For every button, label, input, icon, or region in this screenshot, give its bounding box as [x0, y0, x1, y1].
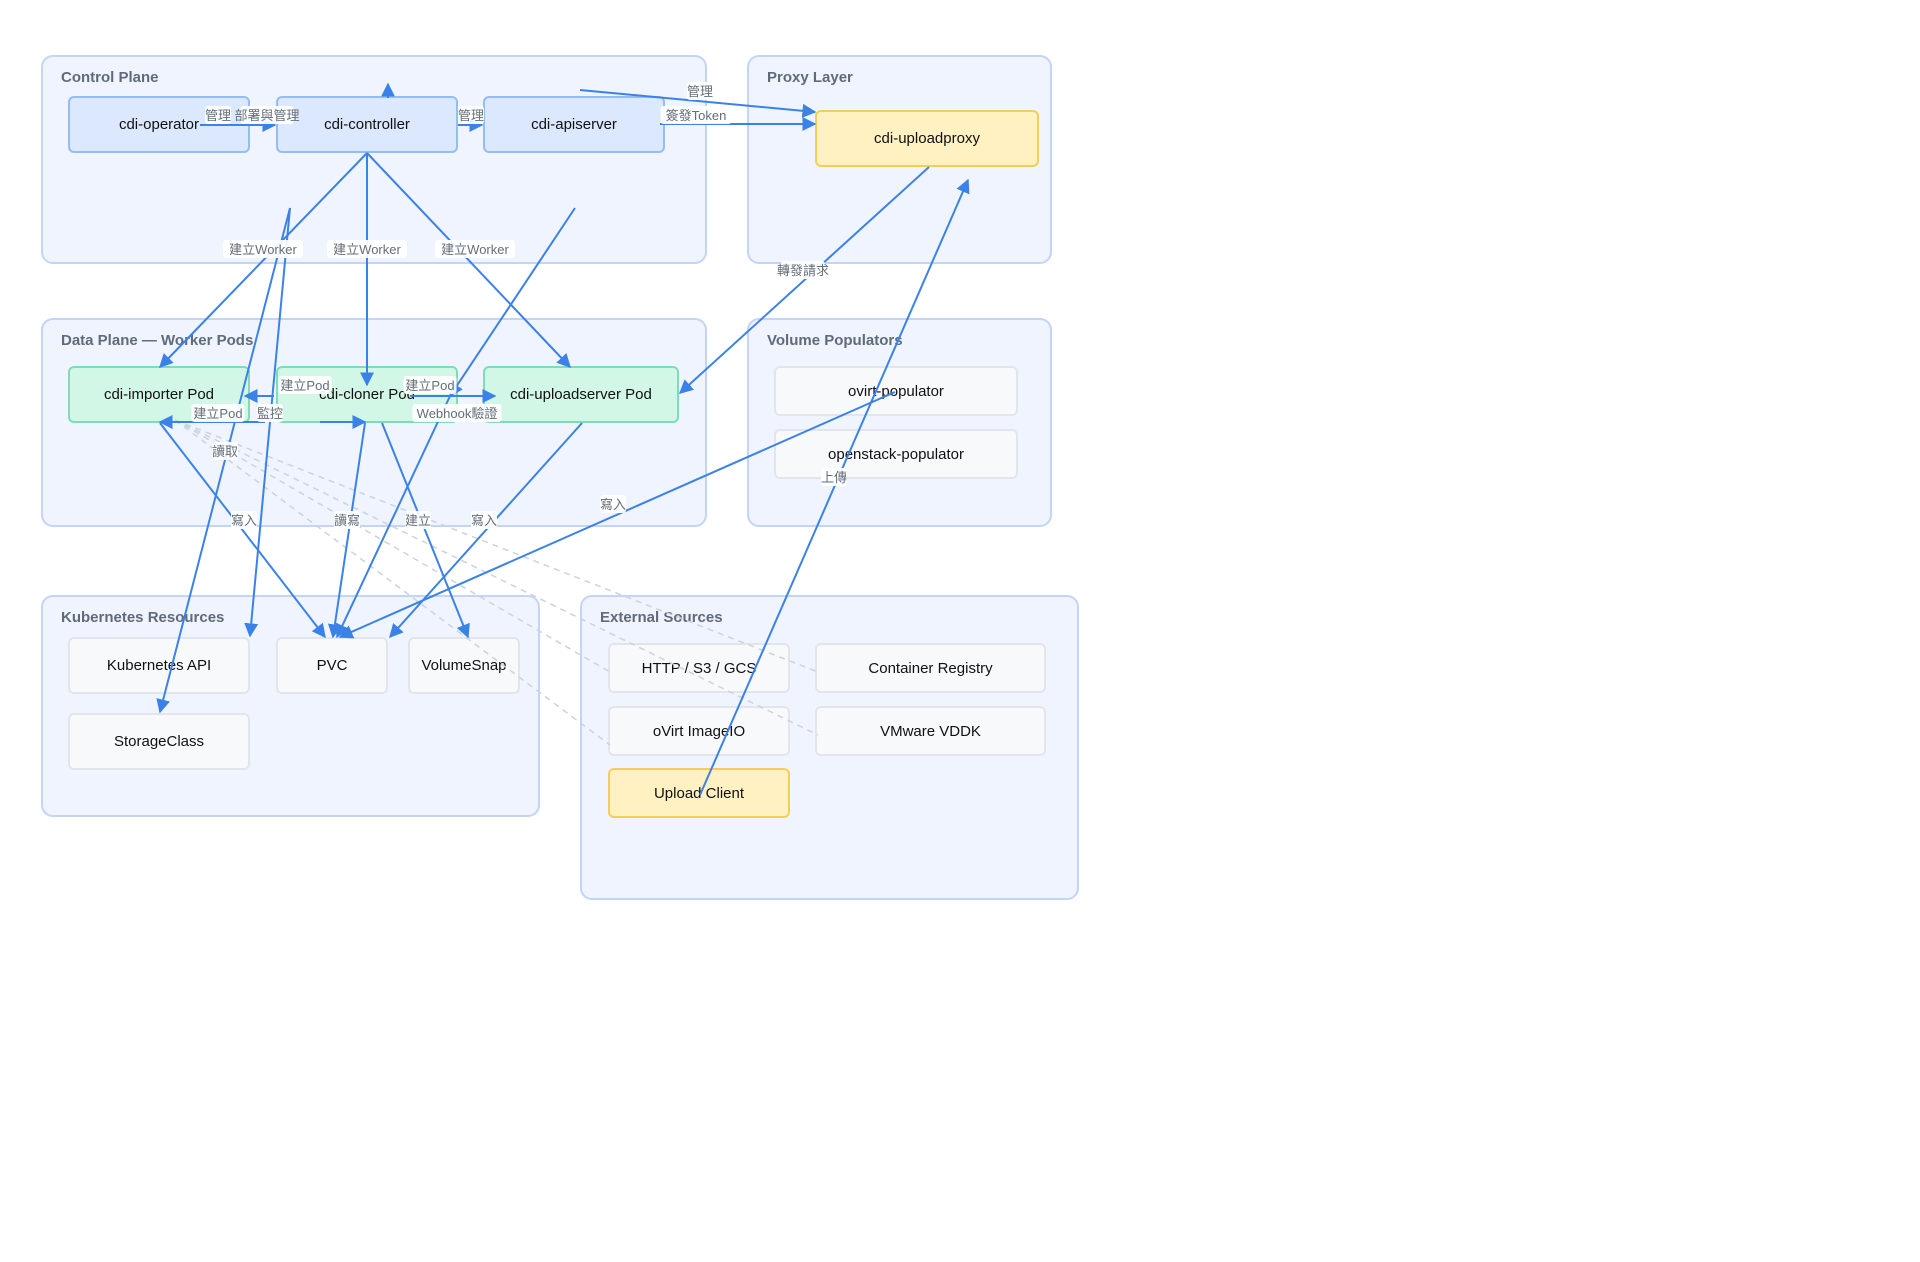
- edge-label-bg: [212, 442, 238, 460]
- edge-label-bg: [231, 511, 257, 529]
- edge-label-bg: [191, 404, 245, 422]
- edge-label: 建立Pod: [280, 378, 329, 393]
- node-cdi-operator[interactable]: cdi-operator: [68, 96, 250, 153]
- edge-label-bg: [781, 261, 825, 279]
- edge-label: 讀寫: [334, 513, 360, 528]
- edge-arrow: [579, 89, 817, 118]
- node-volumesnap[interactable]: VolumeSnap: [408, 637, 520, 694]
- edge-label-bg: [458, 106, 484, 124]
- edge-label-bg: [205, 106, 231, 124]
- dashed-edge: [174, 419, 819, 673]
- edge-label: 建立Pod: [193, 406, 242, 421]
- node-cdi-controller[interactable]: cdi-controller: [276, 96, 458, 153]
- edge-label: 建立Worker: [441, 242, 509, 257]
- edge-label-bg: [821, 468, 847, 486]
- edge-arrow: [381, 422, 470, 639]
- edge-label: 建立Pod: [405, 378, 454, 393]
- node-storageclass[interactable]: StorageClass: [68, 713, 250, 770]
- edge-arrow: [699, 178, 970, 796]
- edge-arrow: [159, 152, 368, 369]
- edge-label: 簽發Token: [666, 108, 727, 123]
- edge-label: 建立Worker: [229, 242, 297, 257]
- edge-label-bg: [257, 404, 283, 422]
- node-ovirt-imageio[interactable]: oVirt ImageIO: [608, 706, 790, 756]
- edge-label-bg: [687, 82, 713, 100]
- node-openstack-populator[interactable]: openstack-populator: [774, 429, 1018, 479]
- edge-label-bg: [405, 511, 431, 529]
- edge-arrow: [327, 422, 366, 639]
- group-title: External Sources: [600, 609, 723, 626]
- edge-label: 管理: [205, 108, 231, 123]
- edge-label: 建立Worker: [333, 242, 401, 257]
- group-title: Proxy Layer: [767, 69, 853, 86]
- edge-label-bg: [471, 511, 497, 529]
- edge-label: 寫入: [471, 513, 497, 528]
- edge-label: 上傳: [821, 470, 847, 485]
- node-http-s3-gcs[interactable]: HTTP / S3 / GCS: [608, 643, 790, 693]
- edge-arrow: [449, 207, 576, 398]
- edge-label: 管理: [687, 84, 713, 99]
- edge-label: 轉發請求: [777, 263, 829, 278]
- edge-label-bg: [403, 376, 457, 394]
- edge-arrow: [366, 152, 571, 369]
- edge-label: 管理: [458, 108, 484, 123]
- edge-label-bg: [278, 376, 332, 394]
- edge-label: 讀取: [212, 444, 238, 459]
- edge-label-bg: [412, 404, 502, 422]
- group-title: Control Plane: [61, 69, 159, 86]
- edge-arrow: [336, 395, 451, 639]
- edge-label: 建立: [405, 513, 431, 528]
- edge-label: 寫入: [600, 497, 626, 512]
- node-cdi-apiserver[interactable]: cdi-apiserver: [483, 96, 665, 153]
- edge-label-bg: [600, 495, 626, 513]
- dashed-edge: [174, 419, 611, 746]
- dashed-edge: [174, 419, 819, 736]
- edge-arrow: [678, 166, 930, 394]
- edge-label-bg: [240, 106, 294, 124]
- dashed-edge: [174, 419, 611, 673]
- node-ovirt-populator[interactable]: ovirt-populator: [774, 366, 1018, 416]
- node-upload-client[interactable]: Upload Client: [608, 768, 790, 818]
- node-kubernetes-api[interactable]: Kubernetes API: [68, 637, 250, 694]
- edge-label-bg: [327, 240, 407, 258]
- node-cdi-uploadproxy[interactable]: cdi-uploadproxy: [815, 110, 1039, 167]
- edge-label-bg: [660, 106, 732, 124]
- group-title: Volume Populators: [767, 332, 903, 349]
- edge-label: 監控: [257, 406, 283, 421]
- edge-label: 部署與管理: [234, 108, 299, 123]
- edge-label-bg: [223, 240, 303, 258]
- node-container-registry[interactable]: Container Registry: [815, 643, 1046, 693]
- edge-arrow: [159, 422, 326, 639]
- group-title: Data Plane — Worker Pods: [61, 332, 254, 349]
- edge-label: 寫入: [231, 513, 257, 528]
- group-volume-populators: Volume Populators: [747, 318, 1052, 527]
- node-vmware-vddk[interactable]: VMware VDDK: [815, 706, 1046, 756]
- edge-label-bg: [334, 511, 360, 529]
- edge-label: Webhook驗證: [417, 406, 498, 421]
- edge-arrow: [338, 391, 896, 639]
- edge-label-bg: [435, 240, 515, 258]
- node-cdi-uploadserver-pod[interactable]: cdi-uploadserver Pod: [483, 366, 679, 423]
